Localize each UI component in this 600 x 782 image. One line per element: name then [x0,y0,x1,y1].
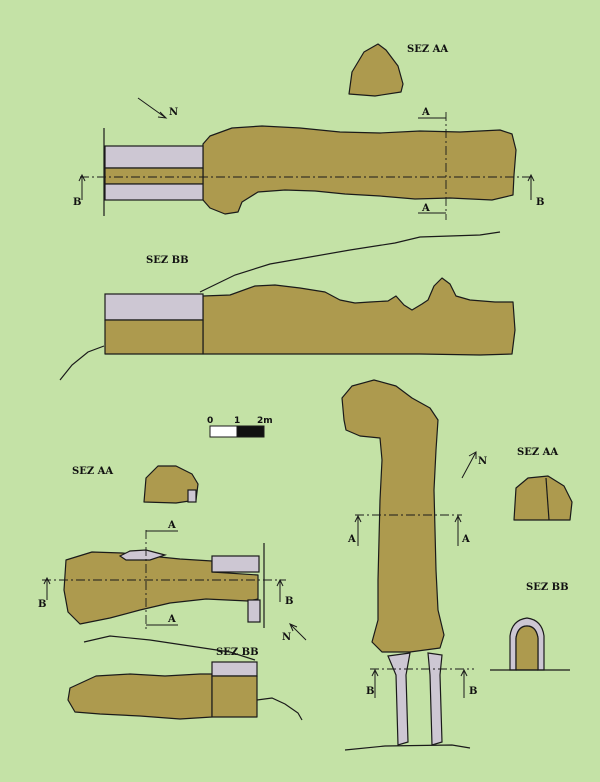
marker-b-right: B [536,197,544,208]
marker-b3-left: B [366,686,374,697]
section-bb-3: SEZ BB [490,582,570,671]
marker-b-left: B [73,197,81,208]
section-aa-1-label: SEZ AA [407,44,448,55]
section-aa-3-shape [513,475,573,521]
north-arrow-1-icon [137,97,168,119]
plan-1-floor-mid [104,167,204,185]
marker-a2-top: A [167,520,176,531]
north-arrow-3-icon [461,451,477,479]
section-bb-2-wall [211,661,258,677]
plan-3-floor [341,379,445,653]
section-aa-2-shape [143,465,199,504]
section-aa-3: SEZ AA [513,447,573,521]
plan-1: A A B B N [73,97,544,220]
north-label-3: N [478,456,487,467]
section-bb-1-ceiling-line [199,231,501,293]
section-aa-2-label: SEZ AA [72,466,113,477]
section-bb-1-wall [104,293,204,321]
section-bb-1-floor [202,277,516,356]
section-bb-1: SEZ BB [59,231,516,381]
marker-b2-right: B [285,596,293,607]
section-bb-2-floor [67,673,213,720]
plan-2-wall [211,555,260,573]
section-bb-1-label: SEZ BB [146,255,189,266]
north-arrow-2-icon [289,623,307,641]
plan-1-wall-lower [104,183,204,201]
scale-two: 2m [257,416,273,426]
north-label-1: N [169,107,178,118]
section-bb-1-floor-line [59,345,105,381]
marker-a2-bottom: A [167,614,176,625]
section-aa-1-shape [348,43,404,97]
north-label-2: N [282,632,291,643]
plan-1-floor [202,125,517,215]
marker-a3-right: A [461,534,470,545]
marker-b2-left: B [38,599,46,610]
plan-3-wall-left [387,652,411,746]
scale-bar: 0 1 2m [207,416,273,438]
section-bb-2: SEZ BB [67,635,303,721]
plan-3-wall-right [427,652,443,746]
scale-zero: 0 [207,416,213,426]
scale-one: 1 [234,416,240,426]
section-bb-1-floor-left [104,319,204,355]
marker-a-top: A [421,107,430,118]
plan-3: A A B B N [341,379,487,751]
plan-1-wall-upper [104,145,204,169]
section-aa-2: SEZ AA [72,465,199,504]
section-aa-1: SEZ AA [348,43,448,97]
marker-a-bottom: A [421,203,430,214]
marker-a3-left: A [347,534,356,545]
section-bb-3-label: SEZ BB [526,582,569,593]
plan-2: A A B B N [38,520,307,643]
section-aa-3-label: SEZ AA [517,447,558,458]
marker-b3-right: B [469,686,477,697]
section-bb-2-label: SEZ BB [216,647,259,658]
